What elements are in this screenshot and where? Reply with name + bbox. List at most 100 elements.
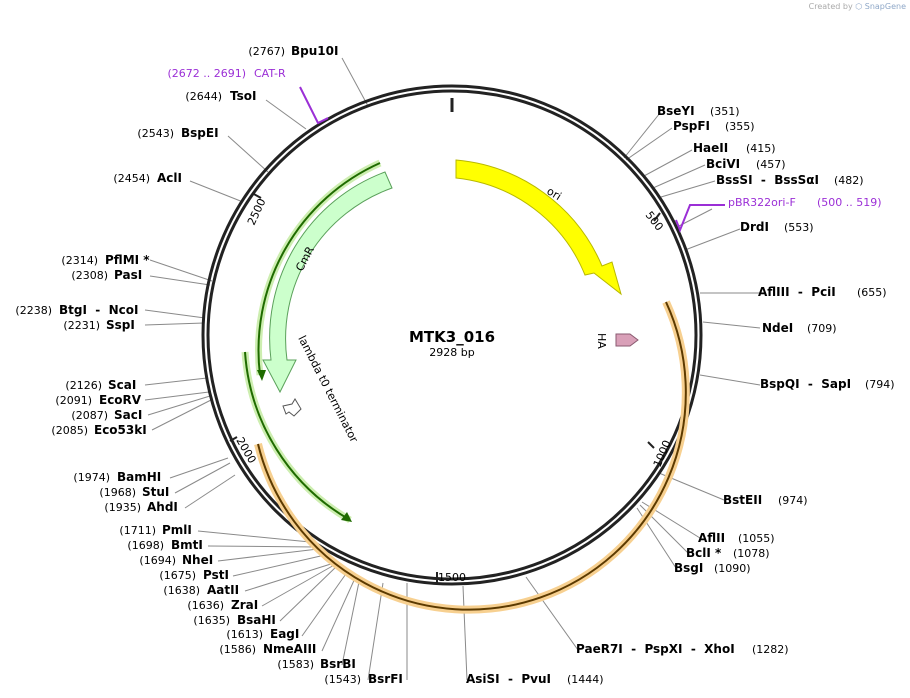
site-asisi-pvui[interactable]: AsiSI - PvuI bbox=[466, 672, 551, 686]
green-arc-upper bbox=[257, 162, 381, 376]
site-pos-aflii: (1055) bbox=[738, 532, 775, 545]
site-pasi[interactable]: PasI bbox=[114, 268, 142, 282]
site-pos-bsssi-bsssai: (482) bbox=[834, 174, 864, 187]
ori-label: ori bbox=[545, 185, 564, 204]
site-pos-btgi-ncoi: (2238) bbox=[15, 304, 52, 317]
site-pos-bsrfi: (1543) bbox=[324, 673, 361, 686]
site-pos-eco53ki: (2085) bbox=[51, 424, 88, 437]
site-haeii[interactable]: HaeII bbox=[693, 141, 728, 155]
site-pos-asisi-pvui: (1444) bbox=[567, 673, 604, 686]
site-bsahi[interactable]: BsaHI bbox=[237, 613, 276, 627]
site-bamhi[interactable]: BamHI bbox=[117, 470, 161, 484]
site-pflmi[interactable]: PflMI * bbox=[105, 253, 150, 267]
site-pos-pmli: (1711) bbox=[119, 524, 156, 537]
site-scai[interactable]: ScaI bbox=[108, 378, 136, 392]
site-bspei[interactable]: BspEI bbox=[181, 126, 219, 140]
primer-range-pbr322ori-f: (500 .. 519) bbox=[817, 196, 882, 209]
site-pos-ndei: (709) bbox=[807, 322, 837, 335]
site-saci[interactable]: SacI bbox=[114, 408, 142, 422]
ha-label: HA bbox=[595, 333, 608, 349]
site-bsteii[interactable]: BstEII bbox=[723, 493, 762, 507]
site-bmti[interactable]: BmtI bbox=[171, 538, 203, 552]
site-pos-eagi: (1613) bbox=[226, 628, 263, 641]
site-ndei[interactable]: NdeI bbox=[762, 321, 793, 335]
site-pmli[interactable]: PmlI bbox=[162, 523, 192, 537]
green-arc-upper-arrow bbox=[257, 370, 266, 381]
primer-range-cat-r: (2672 .. 2691) bbox=[167, 67, 246, 80]
site-paer7i-pspxi-xhoi[interactable]: PaeR7I - PspXI - XhoI bbox=[576, 642, 735, 656]
site-zrai[interactable]: ZraI bbox=[231, 598, 258, 612]
site-eagi[interactable]: EagI bbox=[270, 627, 299, 641]
primer-pbr322ori-f[interactable]: pBR322ori-F bbox=[728, 196, 796, 209]
site-pos-bcli: (1078) bbox=[733, 547, 770, 560]
site-pos-bseyi: (351) bbox=[710, 105, 740, 118]
site-pos-nhei: (1694) bbox=[139, 554, 176, 567]
site-nmeaiii[interactable]: NmeAIII bbox=[263, 642, 316, 656]
site-aatii[interactable]: AatII bbox=[207, 583, 239, 597]
site-pos-bspqi-sapi: (794) bbox=[865, 378, 895, 391]
site-pos-bspei: (2543) bbox=[137, 127, 174, 140]
site-aflii[interactable]: AflII bbox=[698, 531, 725, 545]
site-pos-pspfi: (355) bbox=[725, 120, 755, 133]
site-afliii-pcii[interactable]: AflIII - PciI bbox=[758, 285, 836, 299]
primer-cat-r[interactable]: CAT-R bbox=[254, 67, 286, 80]
insert-arc bbox=[257, 301, 687, 611]
tick-1500: 1500 bbox=[438, 571, 466, 584]
cmr-feature[interactable] bbox=[262, 171, 393, 394]
site-stui[interactable]: StuI bbox=[142, 485, 169, 499]
lambda-t0-terminator-label: lambda t0 terminator bbox=[295, 333, 360, 444]
site-pos-ahdi: (1935) bbox=[104, 501, 141, 514]
primer-cat-r-mark bbox=[299, 86, 329, 125]
site-eco53ki[interactable]: Eco53kI bbox=[94, 423, 147, 437]
site-ecorv[interactable]: EcoRV bbox=[99, 393, 142, 407]
site-tsoi[interactable]: TsoI bbox=[230, 89, 256, 103]
site-pos-bsrbi: (1583) bbox=[277, 658, 314, 671]
lambda-t0-terminator-feature[interactable] bbox=[282, 398, 302, 417]
site-bsssi-bsssai[interactable]: BssSI - BssSαI bbox=[716, 173, 819, 187]
site-pos-saci: (2087) bbox=[71, 409, 108, 422]
primer-pbr322ori-f-mark bbox=[675, 204, 725, 233]
site-bsrbi[interactable]: BsrBI bbox=[320, 657, 356, 671]
site-pos-stui: (1968) bbox=[99, 486, 136, 499]
site-pos-sspi: (2231) bbox=[63, 319, 100, 332]
site-pos-acli: (2454) bbox=[113, 172, 150, 185]
site-pos-paer7i-pspxi-xhoi: (1282) bbox=[752, 643, 789, 656]
site-pos-aatii: (1638) bbox=[163, 584, 200, 597]
site-bspqi-sapi[interactable]: BspQI - SapI bbox=[760, 377, 851, 391]
site-pos-bamhi: (1974) bbox=[73, 471, 110, 484]
site-pos-nmeaiii: (1586) bbox=[219, 643, 256, 656]
site-acli[interactable]: AclI bbox=[157, 171, 182, 185]
site-bsgi[interactable]: BsgI bbox=[674, 561, 703, 575]
backbone-outer bbox=[201, 84, 703, 586]
backbone-inner bbox=[206, 89, 698, 581]
site-pos-haeii: (415) bbox=[746, 142, 776, 155]
site-bsrfi[interactable]: BsrFI bbox=[368, 672, 403, 686]
site-bpu10i[interactable]: Bpu10I bbox=[291, 44, 338, 58]
site-btgi-ncoi[interactable]: BtgI - NcoI bbox=[59, 303, 139, 317]
snapgene-credit: Created by ⬡ SnapGene bbox=[808, 2, 906, 11]
ha-feature[interactable] bbox=[615, 333, 639, 347]
site-sspi[interactable]: SspI bbox=[106, 318, 135, 332]
site-pos-zrai: (1636) bbox=[187, 599, 224, 612]
site-labels-right: BseYI (351) PspFI (355) HaeII (415) BciV… bbox=[466, 104, 895, 686]
site-psti[interactable]: PstI bbox=[203, 568, 229, 582]
site-pos-ecorv: (2091) bbox=[55, 394, 92, 407]
site-ahdi[interactable]: AhdI bbox=[147, 500, 178, 514]
site-labels-left: (2767) Bpu10I (2672 .. 2691) CAT-R (2644… bbox=[15, 44, 402, 686]
site-pspfi[interactable]: PspFI bbox=[673, 119, 710, 133]
green-arc-lower-arrow bbox=[341, 512, 352, 522]
site-pos-psti: (1675) bbox=[159, 569, 196, 582]
site-pos-pasi: (2308) bbox=[71, 269, 108, 282]
site-pos-bsahi: (1635) bbox=[193, 614, 230, 627]
site-pos-bsteii: (974) bbox=[778, 494, 808, 507]
site-bcli[interactable]: BclI * bbox=[686, 546, 722, 560]
ori-feature[interactable] bbox=[455, 159, 622, 296]
site-pos-tsoi: (2644) bbox=[185, 90, 222, 103]
label-connectors bbox=[144, 57, 761, 681]
site-pos-scai: (2126) bbox=[65, 379, 102, 392]
site-drdi[interactable]: DrdI bbox=[740, 220, 769, 234]
site-nhei[interactable]: NheI bbox=[182, 553, 213, 567]
site-bseyi[interactable]: BseYI bbox=[657, 104, 695, 118]
site-bcivi[interactable]: BciVI bbox=[706, 157, 740, 171]
